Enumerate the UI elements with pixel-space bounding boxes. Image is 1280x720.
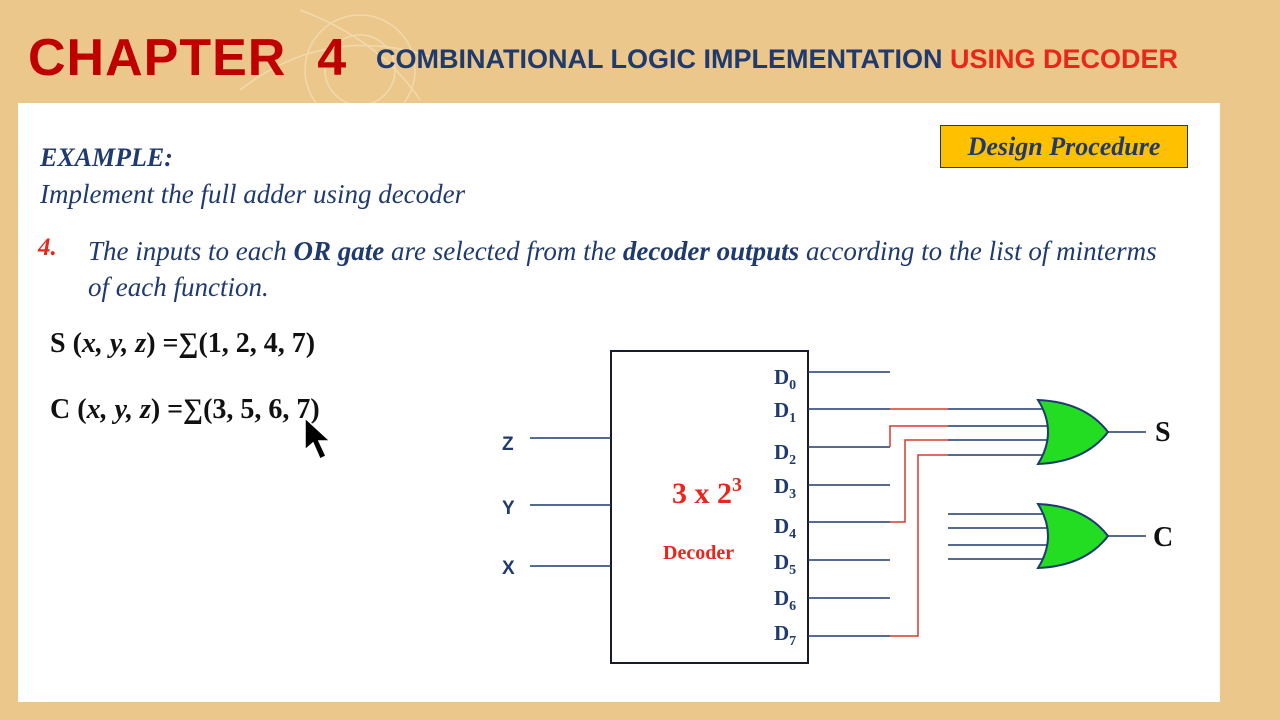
example-heading: EXAMPLE: <box>40 143 173 172</box>
or-gate-carry <box>1036 502 1110 570</box>
sum-sigma: ∑ <box>178 328 199 359</box>
step-text: The inputs to each OR gate are selected … <box>88 233 1178 305</box>
slide-title-main: COMBINATIONAL LOGIC IMPLEMENTATION <box>376 44 950 74</box>
mouse-pointer-icon <box>304 416 332 461</box>
decoder-output-label-2: D2 <box>774 440 796 468</box>
step-number: 4. <box>38 234 57 261</box>
decoder-block <box>610 350 809 664</box>
sum-equation: S (x, y, z) =∑(1, 2, 4, 7) <box>50 328 316 359</box>
sum-vars: x, y, z <box>81 328 147 359</box>
input-label-y: Y <box>502 498 515 519</box>
decoder-output-label-1: D1 <box>774 398 796 426</box>
carry-minterms: (3, 5, 6, 7) <box>203 394 320 425</box>
decoder-output-label-6: D6 <box>774 586 796 614</box>
carry-equation: C (x, y, z) =∑(3, 5, 6, 7) <box>50 394 320 425</box>
example-description: Implement the full adder using decoder <box>40 179 466 209</box>
step-text-e: according to the list of minterms of eac… <box>88 236 1157 302</box>
step-text-or-gate: OR gate <box>293 236 385 266</box>
input-label-x: X <box>502 558 515 579</box>
carry-output-label: C <box>1153 522 1173 553</box>
decoder-output-label-3: D3 <box>774 474 796 502</box>
decoder-label: Decoder <box>663 542 734 564</box>
slide-title: COMBINATIONAL LOGIC IMPLEMENTATION USING… <box>376 44 1178 75</box>
decoder-output-label-0: D0 <box>774 365 796 393</box>
decoder-output-label-5: D5 <box>774 550 796 578</box>
step-text-c: are selected from the <box>384 236 623 266</box>
sum-name: S <box>50 328 66 359</box>
carry-sigma: ∑ <box>183 394 204 425</box>
decoder-size: 3 x 23 <box>672 474 742 510</box>
decoder-output-label-7: D7 <box>774 621 796 649</box>
carry-name: C <box>50 394 71 425</box>
decoder-output-label-4: D4 <box>774 514 796 542</box>
or-gate-sum <box>1036 398 1110 466</box>
step-text-a: The inputs to each <box>88 236 294 266</box>
sum-output-label: S <box>1155 417 1171 448</box>
slide-title-highlight: USING DECODER <box>949 44 1178 74</box>
design-procedure-badge: Design Procedure <box>940 125 1188 168</box>
sum-minterms: (1, 2, 4, 7) <box>198 328 316 359</box>
carry-vars: x, y, z <box>86 394 151 425</box>
step-text-decoder-outputs: decoder outputs <box>622 236 800 266</box>
chapter-title: CHAPTER 4 <box>28 29 348 87</box>
input-label-z: Z <box>502 434 514 455</box>
